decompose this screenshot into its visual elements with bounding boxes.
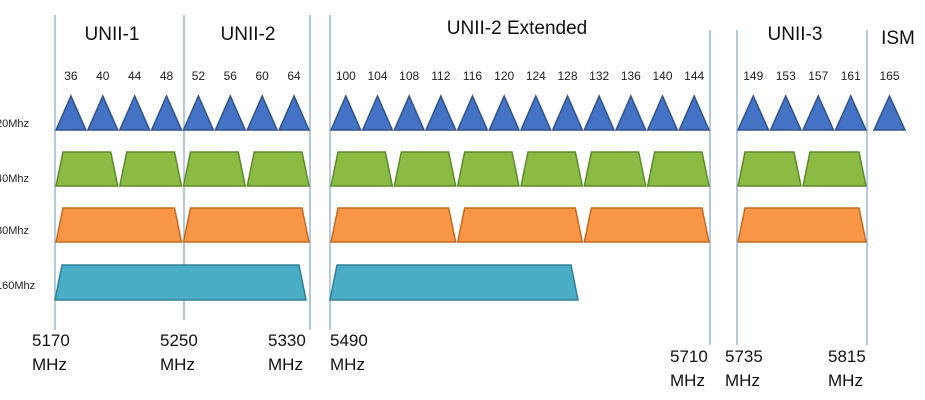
channel-20mhz-triangle [277,94,311,131]
channel-20mhz-triangle [456,94,489,131]
frequency-value: 5250 [160,331,198,350]
row-label: 80Mhz [0,225,29,237]
channel-40mhz-block [802,151,867,187]
channel-20mhz-triangle [834,94,868,131]
channel-number: 104 [367,69,387,83]
frequency-unit: MHz [32,355,67,374]
channel-40mhz-block [393,151,457,187]
channel-20mhz-triangle [646,94,679,131]
channel-number: 120 [494,69,514,83]
channel-20mhz-triangle [519,94,552,131]
band-label: ISM [881,28,915,49]
channel-number: 40 [96,69,110,83]
channel-40mhz-block [583,151,647,187]
channel-80mhz-block [583,207,710,243]
frequency-value: 5710 [670,347,708,366]
channel-40mhz-block [55,151,119,187]
channel-80mhz-block [330,207,457,243]
frequency-unit: MHz [725,371,760,390]
channel-40mhz-block [520,151,584,187]
band-label: UNII-2 [221,24,276,45]
channel-number: 60 [256,69,270,83]
channel-number: 116 [463,69,482,83]
frequency-value: 5490 [330,331,368,350]
channel-80mhz-block [456,207,584,243]
channel-number: 149 [743,69,763,83]
band-label: UNII-1 [85,24,140,45]
frequency-value: 5330 [268,331,306,350]
channel-20mhz-triangle [246,94,279,131]
channel-20mhz-triangle [614,94,647,131]
channel-20mhz-triangle [150,94,183,131]
row-label: 20Mhz [0,118,29,130]
channel-number: 64 [287,69,301,83]
channel-number: 56 [224,69,238,83]
channel-40mhz-block [456,151,520,187]
channel-number: 128 [557,69,577,83]
channel-20mhz-triangle [329,94,362,131]
channel-160mhz-block [54,264,307,301]
channel-20mhz-triangle [872,94,907,131]
band-label: UNII-2 Extended [447,18,587,39]
channel-number: 108 [399,69,419,83]
channel-160mhz-block [329,264,579,301]
channel-number: 165 [879,69,899,83]
channel-20mhz-triangle [118,94,151,131]
channel-40mhz-block [737,151,802,187]
channel-number: 144 [684,69,704,83]
channel-40mhz-block [118,151,183,187]
channel-20mhz-triangle [488,94,521,131]
frequency-unit: MHz [268,355,303,374]
channel-number: 136 [621,69,641,83]
channel-20mhz-triangle [678,94,711,131]
channel-20mhz-triangle [424,94,457,131]
channel-number: 48 [160,69,174,83]
channel-20mhz-triangle [736,94,770,131]
channel-20mhz-triangle [801,94,835,131]
row-label: 160Mhz [0,280,35,292]
channel-20mhz-triangle [86,94,119,131]
channel-80mhz-block [182,207,310,243]
channel-20mhz-triangle [214,94,247,131]
channel-20mhz-triangle [583,94,616,131]
frequency-unit: MHz [330,355,365,374]
channel-40mhz-block [330,151,394,187]
channel-number: 44 [128,69,142,83]
frequency-value: 5170 [32,331,70,350]
frequency-unit: MHz [828,371,863,390]
channel-20mhz-triangle [361,94,394,131]
channel-number: 140 [652,69,672,83]
channel-number: 157 [808,69,828,83]
channel-20mhz-triangle [182,94,215,131]
frequency-value: 5815 [828,347,866,366]
channel-80mhz-block [55,207,183,243]
channel-number: 52 [192,69,206,83]
channel-80mhz-block [737,207,867,243]
channel-20mhz-triangle [393,94,426,131]
band-label: UNII-3 [768,24,823,45]
channel-20mhz-triangle [551,94,584,131]
frequency-unit: MHz [160,355,195,374]
channel-40mhz-block [182,151,247,187]
channel-40mhz-block [646,151,710,187]
channel-number: 100 [336,69,356,83]
channel-number: 112 [431,69,450,83]
channel-number: 124 [526,69,546,83]
frequency-value: 5735 [725,347,763,366]
channel-number: 36 [64,69,78,83]
channel-40mhz-block [246,151,310,187]
row-label: 40Mhz [0,173,29,185]
channel-20mhz-triangle [769,94,803,131]
channel-20mhz-triangle [54,94,88,131]
channel-number: 153 [776,69,796,83]
channel-number: 132 [589,69,609,83]
frequency-unit: MHz [670,371,705,390]
channel-number: 161 [841,69,861,83]
